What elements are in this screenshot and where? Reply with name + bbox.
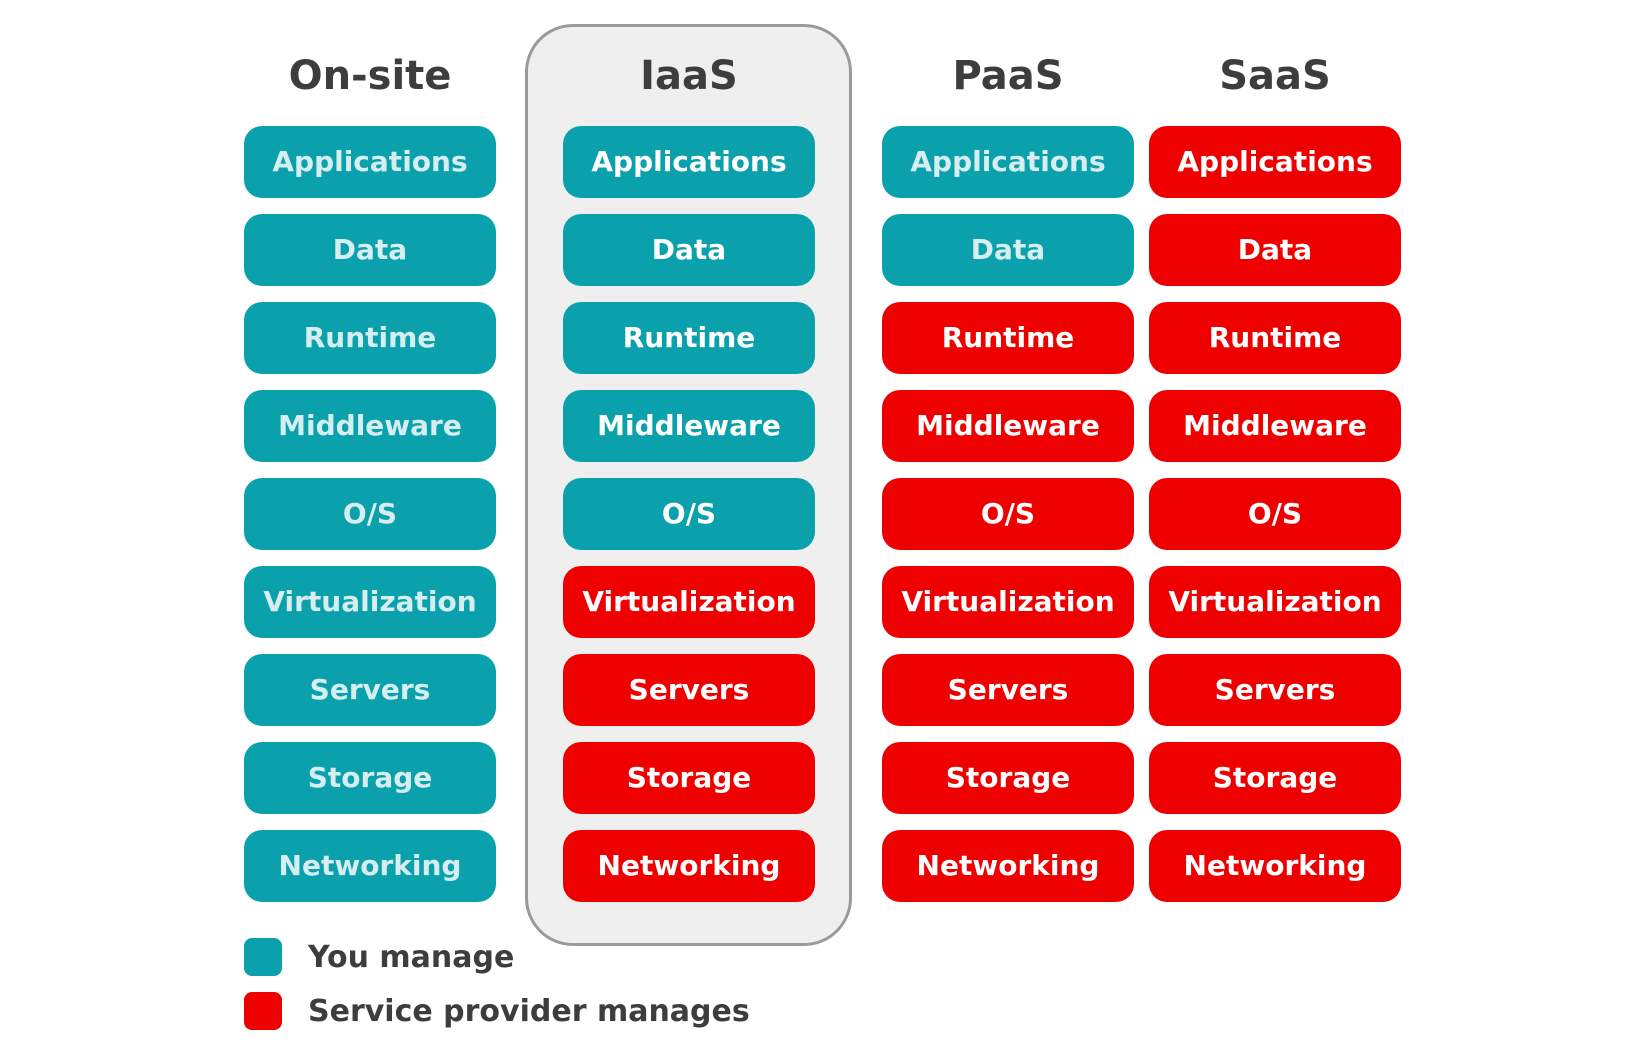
layer-data: Data [244, 214, 496, 286]
layer-os: O/S [563, 478, 815, 550]
legend: You manage Service provider manages [244, 930, 750, 1038]
layer-servers: Servers [244, 654, 496, 726]
layer-storage: Storage [882, 742, 1134, 814]
layer-networking: Networking [563, 830, 815, 902]
layer-runtime: Runtime [1149, 302, 1401, 374]
layer-applications: Applications [1149, 126, 1401, 198]
column-saas: SaaS Applications Data Runtime Middlewar… [1149, 40, 1401, 918]
layer-middleware: Middleware [244, 390, 496, 462]
legend-label: Service provider manages [308, 993, 750, 1029]
layer-virtualization: Virtualization [244, 566, 496, 638]
layer-data: Data [882, 214, 1134, 286]
layer-runtime: Runtime [563, 302, 815, 374]
layer-networking: Networking [1149, 830, 1401, 902]
layer-networking: Networking [882, 830, 1134, 902]
layer-data: Data [1149, 214, 1401, 286]
column-iaas: IaaS Applications Data Runtime Middlewar… [563, 40, 815, 918]
layer-networking: Networking [244, 830, 496, 902]
layer-storage: Storage [244, 742, 496, 814]
column-title: IaaS [640, 53, 738, 99]
layer-applications: Applications [563, 126, 815, 198]
layer-runtime: Runtime [244, 302, 496, 374]
column-on-site: On-site Applications Data Runtime Middle… [244, 40, 496, 918]
layer-storage: Storage [563, 742, 815, 814]
layer-runtime: Runtime [882, 302, 1134, 374]
column-title: PaaS [952, 53, 1064, 99]
layer-servers: Servers [882, 654, 1134, 726]
layer-middleware: Middleware [882, 390, 1134, 462]
layer-virtualization: Virtualization [882, 566, 1134, 638]
layer-servers: Servers [1149, 654, 1401, 726]
column-title: On-site [288, 53, 452, 99]
layer-os: O/S [882, 478, 1134, 550]
layer-middleware: Middleware [1149, 390, 1401, 462]
layer-applications: Applications [882, 126, 1134, 198]
legend-label: You manage [308, 939, 515, 975]
legend-you-manage: You manage [244, 930, 750, 984]
layer-storage: Storage [1149, 742, 1401, 814]
layer-virtualization: Virtualization [563, 566, 815, 638]
layer-middleware: Middleware [563, 390, 815, 462]
layer-virtualization: Virtualization [1149, 566, 1401, 638]
layer-data: Data [563, 214, 815, 286]
provider-manages-swatch [244, 992, 282, 1030]
you-manage-swatch [244, 938, 282, 976]
layer-os: O/S [1149, 478, 1401, 550]
layer-os: O/S [244, 478, 496, 550]
column-paas: PaaS Applications Data Runtime Middlewar… [882, 40, 1134, 918]
layer-applications: Applications [244, 126, 496, 198]
column-title: SaaS [1219, 53, 1331, 99]
layer-servers: Servers [563, 654, 815, 726]
legend-provider-manages: Service provider manages [244, 984, 750, 1038]
